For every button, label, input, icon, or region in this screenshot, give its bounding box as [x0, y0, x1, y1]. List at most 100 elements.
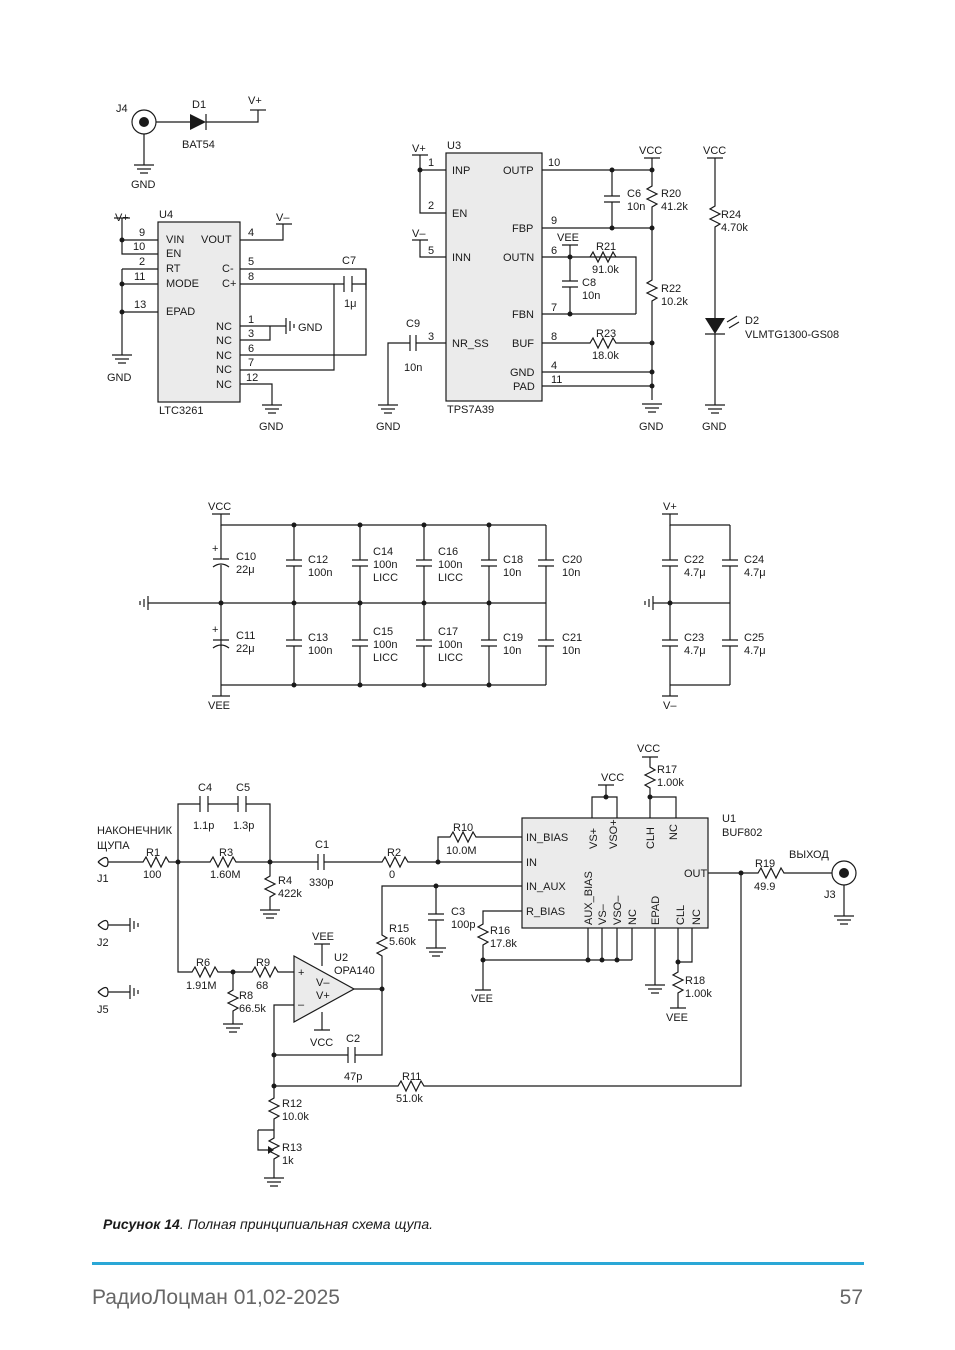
r18-vee-label: VEE — [666, 1012, 688, 1024]
c6-value: 10n — [627, 201, 645, 213]
c14-ref: C14 — [373, 546, 393, 558]
junction — [599, 957, 605, 963]
u1-pin-vsplus: VS+ — [588, 828, 600, 849]
r18-value: 1.00k — [685, 988, 712, 1000]
c2-feedback — [273, 989, 383, 1063]
u4-pinnum-7: 7 — [248, 357, 254, 369]
u4-pin-cplus: C+ — [222, 278, 236, 290]
c14-note: LICC — [373, 572, 398, 584]
junction — [675, 959, 681, 965]
c24-ref: C24 — [744, 554, 764, 566]
gnd-label: GND — [131, 179, 156, 191]
u4-gnd-label: GND — [107, 372, 132, 384]
c9-ref: C9 — [406, 318, 420, 330]
c24-value: 4.7μ — [744, 567, 766, 579]
figure-caption-label: Рисунок 14 — [103, 1216, 180, 1232]
u1-vs-plus-wires — [591, 784, 618, 818]
u3-pinnum-3: 3 — [428, 331, 434, 343]
c3-ref: C3 — [451, 906, 465, 918]
cap-column-c20-c21: C20 10n C21 10n — [538, 525, 582, 685]
c4-value: 1.1p — [193, 820, 214, 832]
r6-value: 1.91M — [186, 980, 217, 992]
u3-outn-wires — [542, 256, 637, 315]
footer-rule — [92, 1262, 864, 1265]
probe-front-end: НАКОНЕЧНИК ЩУПА J1 R1 100 R3 1.60M C1 33… — [97, 743, 857, 1187]
u3-pinnum-10: 10 — [548, 157, 560, 169]
u3-pin-fbp: FBP — [512, 223, 533, 235]
u3-junction — [649, 369, 655, 375]
u4-pinnum-11: 11 — [134, 271, 145, 283]
c11-ref: C11 — [236, 630, 255, 642]
c19-value: 10n — [503, 645, 521, 657]
u3-pin-en: EN — [452, 208, 467, 220]
u4-pinnum-12: 12 — [246, 372, 258, 384]
journal-name: РадиоЛоцман 01,02-2025 — [92, 1286, 340, 1309]
u2-supply-pins — [314, 943, 330, 1031]
cap-column-c12-c13: C12 100n C13 100n — [286, 522, 332, 688]
u4-pin-nc4: NC — [216, 364, 232, 376]
d2-led-symbol — [705, 318, 725, 334]
r12-ref: R12 — [282, 1098, 302, 1110]
probe-tip-label-2: ЩУПА — [97, 840, 130, 852]
u1-pin-in-aux: IN_AUX — [526, 881, 566, 893]
c13-value: 100n — [308, 645, 332, 657]
u4-junction — [119, 309, 125, 315]
u4-block: U4 LTC3261 VIN EN RT MODE EPAD VOUT C- C… — [107, 209, 367, 433]
u4-pin-vin: VIN — [166, 234, 184, 246]
r16-ref: R16 — [490, 925, 510, 937]
r24-ref: R24 — [721, 209, 741, 221]
c24-c25-symbols — [722, 525, 738, 685]
u4-pinnum-13: 13 — [134, 299, 146, 311]
u4-pin-mode: MODE — [166, 278, 199, 290]
u2-opamp-body — [293, 954, 356, 1024]
u4-pin-en: EN — [166, 248, 181, 260]
r6-ref: R6 — [196, 957, 210, 969]
u4-pinnum-10: 10 — [133, 241, 145, 253]
c8-value: 10n — [582, 290, 600, 302]
u3-pinnum-9: 9 — [551, 215, 557, 227]
r23-value: 18.0k — [592, 350, 619, 362]
r2-ref: R2 — [387, 847, 401, 859]
r4-value: 422k — [278, 888, 302, 900]
c11-value: 22μ — [236, 643, 255, 655]
u1-pin-epad: EPAD — [650, 896, 662, 925]
u2-pin-vminus: V– — [316, 977, 330, 989]
r10-ref: R10 — [453, 822, 473, 834]
bank-junction — [421, 522, 427, 528]
u2-pin-vplus: V+ — [316, 990, 330, 1002]
j4-label: J4 — [116, 103, 128, 115]
u3-pinnum-8: 8 — [551, 331, 557, 343]
r21-symbol — [589, 250, 617, 264]
u1-pin-out: OUT — [684, 868, 708, 880]
gnd-symbol — [134, 134, 154, 174]
u1-pin-vsominus: VSO– — [612, 895, 624, 925]
junction — [585, 957, 591, 963]
c20-value: 10n — [562, 567, 580, 579]
figure-caption-text: . Полная принципиальная схема щупа. — [179, 1216, 434, 1232]
r2-value: 0 — [389, 869, 395, 881]
c10-plus: + — [212, 543, 218, 555]
probe-tip-label-1: НАКОНЕЧНИК — [97, 825, 173, 837]
bank-junction — [486, 600, 492, 606]
r22-symbol — [645, 228, 659, 400]
u3-junction — [567, 311, 573, 317]
u1-pin-in-bias: IN_BIAS — [526, 832, 568, 844]
j5-symbol — [97, 985, 139, 999]
u3-pinnum-2: 2 — [428, 200, 434, 212]
u4-junction — [119, 237, 125, 243]
c1-value: 330p — [309, 877, 333, 889]
r22-ref: R22 — [661, 283, 681, 295]
c10-c11-symbols — [212, 525, 230, 685]
u2-ref: U2 — [334, 952, 348, 964]
r11-path — [273, 873, 742, 1093]
u3-pin-nrss: NR_SS — [452, 338, 489, 350]
cap-column-c14-c15: C14 100n LICC C15 100n LICC — [352, 522, 398, 688]
u4-pinnum-9: 9 — [139, 227, 145, 239]
c8-ref: C8 — [582, 277, 596, 289]
c11-plus: + — [212, 624, 218, 636]
r17-symbol — [642, 756, 677, 818]
u4-pinnum-2: 2 — [139, 256, 145, 268]
c9-wiring — [378, 335, 446, 414]
c15-value: 100n — [373, 639, 397, 651]
u1-ref: U1 — [722, 813, 736, 825]
